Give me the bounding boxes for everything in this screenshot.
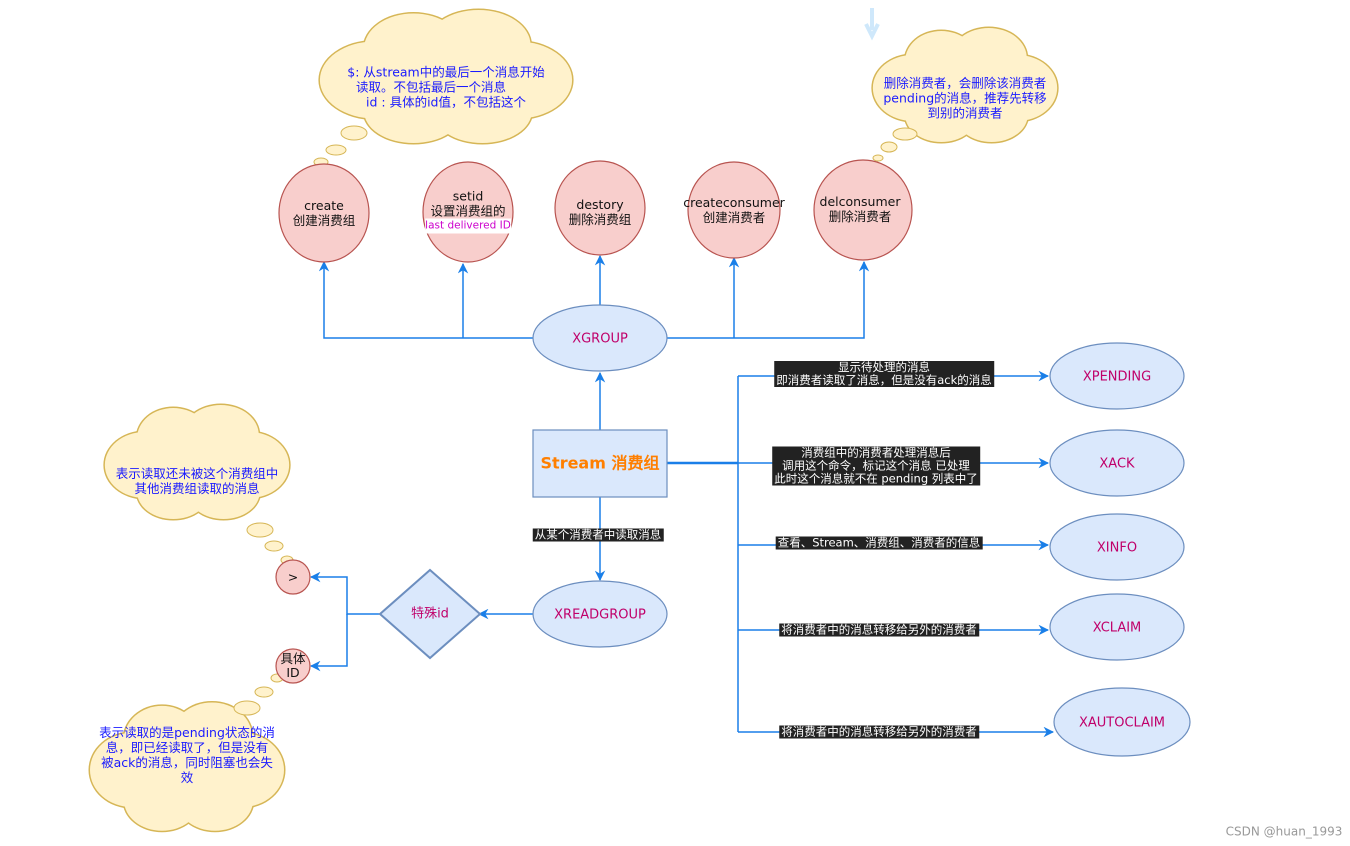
cloud-specific-id-note bbox=[88, 673, 286, 833]
xinfo-desc: 查看、Stream、消费组、消费者的信息 bbox=[775, 535, 983, 550]
xack-desc: 消费组中的消费者处理消息后调用这个命令，标记这个消息 已处理此时这个消息就不在 … bbox=[772, 445, 980, 486]
special-id-label: 特殊id bbox=[411, 606, 449, 622]
node-destory[interactable] bbox=[554, 160, 646, 256]
desc-line: 消费组中的消费者处理消息后 bbox=[801, 445, 951, 460]
desc-line: 调用这个命令，标记这个消息 已处理 bbox=[782, 458, 970, 473]
node-xinfo[interactable] bbox=[1049, 513, 1185, 581]
setid-extra: last delivered ID bbox=[425, 218, 511, 234]
node-xgroup[interactable] bbox=[532, 304, 668, 372]
node-xpending[interactable] bbox=[1049, 342, 1185, 410]
desc-line: 即消费者读取了消息，但是没有ack的消息 bbox=[776, 373, 992, 387]
edge-to-delconsumer bbox=[667, 260, 870, 339]
xack-label: XACK bbox=[1099, 456, 1135, 472]
specific-id-line1: 具体 bbox=[280, 651, 306, 666]
note-line: 效 bbox=[180, 770, 194, 785]
note-line: 删除消费者，会删除该消费者 bbox=[883, 75, 1047, 91]
xautoclaim-label: XAUTOCLAIM bbox=[1078, 715, 1166, 731]
node-special-id[interactable] bbox=[378, 568, 482, 660]
faded-arrow-icon bbox=[864, 8, 880, 41]
node-gt[interactable] bbox=[275, 559, 311, 595]
node-xautoclaim[interactable] bbox=[1053, 687, 1191, 757]
thought-bubble bbox=[246, 522, 274, 538]
createconsumer-name: createconsumer bbox=[683, 195, 785, 210]
thought-bubble bbox=[340, 125, 368, 141]
thought-bubble bbox=[325, 144, 347, 156]
xclaim-desc: 将消费者中的消息转移给另外的消费者 bbox=[779, 622, 979, 637]
note-line: $: 从stream中的最后一个消息开始 bbox=[347, 64, 545, 80]
setid-desc: 设置消费组的 bbox=[430, 203, 506, 219]
note-line: 其他消费组读取的消息 bbox=[134, 481, 260, 496]
node-create[interactable] bbox=[278, 163, 370, 263]
xpending-desc: 显示待处理的消息即消费者读取了消息，但是没有ack的消息 bbox=[774, 361, 994, 387]
xpending-label: XPENDING bbox=[1082, 369, 1152, 385]
clouds bbox=[88, 8, 1059, 833]
specific-id-note: 表示读取的是pending状态的消息，即已经读取了，但是没有被ack的消息，同时… bbox=[99, 725, 275, 785]
note-line: pending的消息，推荐先转移 bbox=[883, 90, 1047, 106]
thought-bubble bbox=[233, 700, 261, 716]
node-xclaim[interactable] bbox=[1049, 593, 1185, 661]
cloud-gt-note bbox=[103, 403, 294, 565]
note-line: id : 具体的id值，不包括这个 bbox=[366, 94, 526, 110]
note-line: 表示读取还未被这个消费组中 bbox=[115, 466, 279, 481]
note-line: 到别的消费者 bbox=[927, 105, 1003, 121]
gt-note: 表示读取还未被这个消费组中其他消费组读取的消息 bbox=[116, 466, 279, 496]
edge-to-create bbox=[318, 260, 533, 339]
note-line: 被ack的消息，同时阻塞也会失 bbox=[101, 755, 273, 770]
create-desc: 创建消费组 bbox=[292, 213, 356, 228]
gt-label: > bbox=[287, 569, 299, 585]
specific-id-line2: ID bbox=[286, 665, 300, 680]
thought-bubble bbox=[872, 154, 884, 162]
xgroup-label: XGROUP bbox=[572, 331, 628, 347]
xclaim-label: XCLAIM bbox=[1092, 620, 1142, 636]
stream-consumer-group-label: Stream 消费组 bbox=[540, 453, 660, 473]
xreadgroup-edge-label: 从某个消费者中读取消息 bbox=[532, 527, 664, 542]
watermark: CSDN @huan_1993 bbox=[1225, 824, 1343, 839]
node-xack[interactable] bbox=[1049, 429, 1185, 497]
create-name: create bbox=[304, 198, 344, 213]
thought-bubble bbox=[880, 141, 898, 153]
thought-bubble bbox=[264, 540, 284, 552]
destory-name: destory bbox=[576, 197, 624, 212]
edges bbox=[309, 254, 1055, 738]
xinfo-label: XINFO bbox=[1096, 540, 1138, 556]
node-delconsumer[interactable] bbox=[813, 159, 913, 261]
edge-to-gt bbox=[309, 571, 380, 615]
note-line: 表示读取的是pending状态的消 bbox=[99, 725, 275, 740]
node-specific-id[interactable] bbox=[275, 648, 311, 684]
node-stream-consumer-group[interactable] bbox=[532, 429, 668, 498]
thought-bubble bbox=[892, 127, 918, 141]
delconsumer-name: delconsumer bbox=[819, 194, 901, 209]
cloud-delconsumer-note bbox=[871, 26, 1059, 162]
setid-name: setid bbox=[452, 188, 484, 204]
edge-to-specific-id bbox=[309, 614, 348, 672]
xautoclaim-desc: 将消费者中的消息转移给另外的消费者 bbox=[779, 724, 979, 739]
desc-line: 显示待处理的消息 bbox=[838, 360, 930, 374]
thought-bubble bbox=[254, 686, 274, 698]
node-xreadgroup[interactable] bbox=[532, 580, 668, 648]
cloud-create-note bbox=[313, 8, 574, 167]
createconsumer-desc: 创建消费者 bbox=[702, 210, 766, 225]
destory-desc: 删除消费组 bbox=[568, 212, 632, 227]
note-line: 息，即已经读取了，但是没有 bbox=[105, 740, 269, 755]
xreadgroup-label: XREADGROUP bbox=[554, 607, 646, 623]
desc-line: 此时这个消息就不在 pending 列表中了 bbox=[774, 471, 978, 486]
note-line: 读取。不包括最后一个消息 bbox=[355, 79, 507, 95]
node-createconsumer[interactable] bbox=[687, 161, 781, 259]
delconsumer-desc: 删除消费者 bbox=[828, 209, 892, 224]
node-setid[interactable] bbox=[422, 161, 514, 263]
